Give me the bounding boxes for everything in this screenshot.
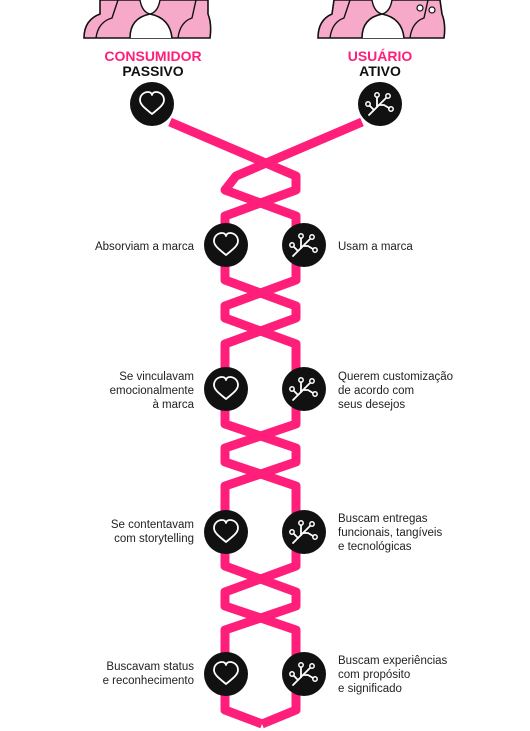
circuit-branch-node — [309, 663, 315, 669]
row-2-right-label: Querem customização de acordo com seus d… — [338, 371, 454, 411]
row-4-circuit-branch-icon — [282, 652, 326, 696]
circuit-branch-line — [302, 245, 314, 250]
circuit-branch-node — [388, 106, 394, 112]
circuit-branch-line — [302, 389, 314, 394]
header-left-heart-icon — [130, 82, 174, 126]
row-4-left-label: Buscavam status e reconhecimento — [102, 661, 194, 687]
header-right-line2: ATIVO — [359, 63, 401, 79]
circuit-branch-node — [298, 233, 304, 239]
row-2-circuit-branch-icon — [282, 367, 326, 411]
circuit-branch-line — [293, 246, 299, 252]
circuit-branch-line — [369, 105, 375, 111]
header-left-line1: CONSUMIDOR — [104, 48, 202, 64]
users-illustration — [317, 0, 446, 39]
row-3-right-label: Buscam entregas funcionais, tangíveis e … — [338, 513, 443, 553]
circuit-branch-node — [312, 247, 318, 253]
circuit-branch-node — [289, 671, 295, 677]
circuit-branch-node — [309, 234, 315, 240]
row-4-right-label: Buscam experiências com propósito e sign… — [338, 655, 448, 695]
row-1-heart-icon-circle — [204, 223, 248, 267]
circuit-branch-line — [293, 675, 299, 681]
circuit-branch-line — [378, 104, 390, 109]
row-2-heart-icon — [204, 367, 248, 411]
circuit-branch-node — [312, 676, 318, 682]
circuit-branch-node — [309, 521, 315, 527]
row-1-circuit-branch-icon — [282, 223, 326, 267]
header-usuario-ativo: USUÁRIO ATIVO — [330, 49, 430, 79]
header-consumidor-passivo: CONSUMIDOR PASSIVO — [96, 49, 210, 79]
circuit-branch-node — [298, 662, 304, 668]
row-1-left-label: Absorviam a marca — [94, 241, 194, 253]
header-right-circuit-branch-icon — [358, 82, 402, 126]
row-3-heart-icon-circle — [204, 510, 248, 554]
braid-strands — [168, 117, 364, 729]
circuit-branch-line — [302, 532, 314, 537]
header-left-line2: PASSIVO — [122, 63, 184, 79]
heart-icon-shape — [213, 376, 239, 400]
circuit-branch-node — [385, 93, 391, 99]
consumers-illustration — [83, 0, 212, 39]
circuit-branch-node — [312, 534, 318, 540]
circuit-branch-node — [298, 377, 304, 383]
header-left-heart-icon-circle — [130, 82, 174, 126]
heart-icon-shape — [139, 91, 165, 115]
circuit-branch-node — [365, 101, 371, 107]
row-3-left-label: Se contentavam com storytelling — [110, 519, 194, 545]
row-4-heart-icon-circle — [204, 652, 248, 696]
circuit-branch-line — [302, 674, 314, 679]
row-3-heart-icon — [204, 510, 248, 554]
row-4-heart-icon — [204, 652, 248, 696]
row-3-circuit-branch-icon — [282, 510, 326, 554]
heart-icon-shape — [213, 232, 239, 256]
row-1-right-label: Usam a marca — [338, 241, 413, 253]
circuit-branch-line — [293, 533, 299, 539]
circuit-branch-line — [293, 390, 299, 396]
row-2-left-label: Se vinculavam emocionalmente à marca — [109, 371, 194, 411]
circuit-branch-node — [289, 386, 295, 392]
heart-icon-shape — [213, 519, 239, 543]
row-1-heart-icon — [204, 223, 248, 267]
header-right-line1: USUÁRIO — [347, 48, 413, 64]
heart-icon-shape — [213, 661, 239, 685]
braid-strand-right — [220, 117, 364, 729]
circuit-branch-node — [289, 242, 295, 248]
circuit-branch-node — [298, 520, 304, 526]
circuit-branch-node — [309, 378, 315, 384]
circuit-branch-node — [289, 529, 295, 535]
circuit-branch-node — [312, 391, 318, 397]
circuit-branch-node — [374, 92, 380, 98]
row-2-heart-icon-circle — [204, 367, 248, 411]
